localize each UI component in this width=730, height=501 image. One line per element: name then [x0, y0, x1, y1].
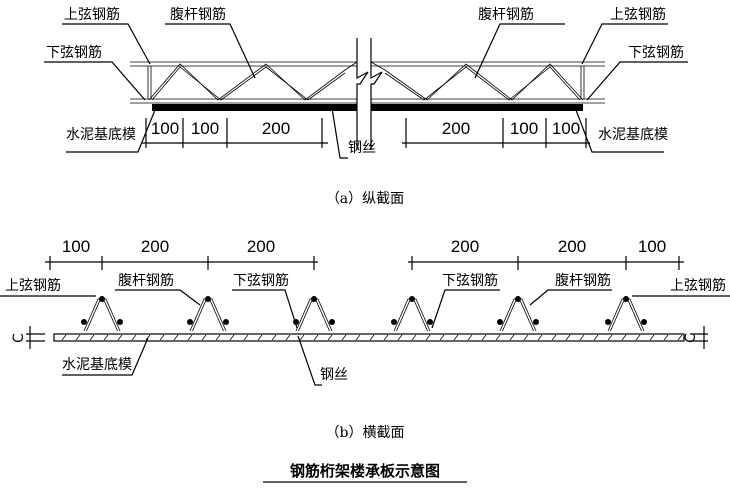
dimension-left	[142, 118, 328, 148]
bottom-chord-bar	[641, 319, 647, 325]
top-chord-bar	[99, 296, 105, 302]
section-b-transverse: 100 200 200 200 200 100 上弦钢筋 腹杆钢筋 下弦钢筋	[0, 237, 730, 441]
label-web-left: 腹杆钢筋	[170, 6, 226, 23]
label-base-right: 水泥基底模	[598, 126, 668, 143]
bottom-chord-bar	[605, 319, 611, 325]
break-line	[356, 38, 383, 150]
top-chord-bar	[409, 296, 415, 302]
dim-value: 200	[141, 237, 169, 256]
leader-lines	[0, 289, 730, 386]
cover-dimension-left	[26, 326, 45, 349]
label-top-chord-right: 上弦钢筋	[670, 277, 726, 294]
top-chord-bar	[205, 296, 211, 302]
label-top-chord-right: 上弦钢筋	[610, 6, 666, 23]
bottom-chord-bar	[427, 319, 433, 325]
cover-label-left: C	[11, 333, 27, 343]
dimension-left	[45, 256, 318, 270]
dim-value: 200	[442, 119, 470, 138]
bottom-chord	[130, 98, 605, 104]
top-chord-bar	[623, 296, 629, 302]
dim-value: 100	[638, 237, 666, 256]
dim-value: 100	[62, 237, 90, 256]
bottom-chord-bar	[81, 319, 87, 325]
top-chord-bar	[311, 296, 317, 302]
dimension-right	[408, 256, 684, 270]
dim-value: 100	[552, 119, 580, 138]
label-wire: 钢丝	[348, 140, 376, 156]
bottom-chord-bar	[187, 319, 193, 325]
section-a-longitudinal: 上弦钢筋 腹杆钢筋 下弦钢筋 水泥基底模 腹杆钢筋 上弦钢筋 下弦钢筋 水泥基底…	[44, 6, 688, 207]
label-bottom-chord-right: 下弦钢筋	[628, 44, 684, 61]
cover-dimension-right	[690, 326, 708, 349]
truss-cross-section	[187, 296, 229, 332]
truss-sections	[81, 296, 647, 332]
label-base-left: 水泥基底模	[66, 126, 136, 143]
dim-value: 100	[510, 119, 538, 138]
bottom-chord-bar	[391, 319, 397, 325]
dim-value: 200	[262, 119, 290, 138]
top-chord-bar	[515, 296, 521, 302]
dim-value: 200	[247, 237, 275, 256]
bottom-chord-bar	[223, 319, 229, 325]
dim-value: 100	[191, 119, 219, 138]
top-chord	[130, 61, 605, 67]
truss-cross-section	[605, 296, 647, 332]
label-top-chord-left: 上弦钢筋	[5, 277, 61, 294]
caption-b: （b）横截面	[326, 425, 405, 441]
caption-a: （a）纵截面	[326, 191, 404, 207]
dim-value: 200	[451, 237, 479, 256]
label-base: 水泥基底模	[62, 356, 132, 373]
label-bottom-chord-left: 下弦钢筋	[46, 44, 102, 61]
label-bottom-chord-left: 下弦钢筋	[233, 272, 289, 289]
truss-cross-section	[81, 296, 123, 332]
bottom-chord-bar	[329, 319, 335, 325]
dim-value: 200	[558, 237, 586, 256]
web-bars	[147, 61, 585, 101]
dimension-right	[402, 118, 590, 148]
bottom-chord-bar	[497, 319, 503, 325]
label-web-right: 腹杆钢筋	[555, 272, 611, 289]
cover-label-right: C	[683, 333, 699, 343]
bottom-chord-bar	[117, 319, 123, 325]
label-web-left: 腹杆钢筋	[118, 272, 174, 289]
label-bottom-chord-right: 下弦钢筋	[442, 272, 498, 289]
label-top-chord-left: 上弦钢筋	[64, 6, 120, 23]
figure-title: 钢筋桁架楼承板示意图	[290, 462, 440, 480]
truss-cross-section	[293, 296, 335, 332]
truss-cross-section	[391, 296, 433, 332]
label-web-right: 腹杆钢筋	[478, 6, 534, 23]
truss-cross-section	[497, 296, 539, 332]
label-wire: 钢丝	[320, 367, 348, 383]
leader-lines	[44, 23, 688, 159]
bottom-chord-bar	[533, 319, 539, 325]
cement-base-plate	[53, 333, 685, 342]
dim-value: 100	[151, 119, 179, 138]
cement-base-plate	[152, 104, 583, 111]
